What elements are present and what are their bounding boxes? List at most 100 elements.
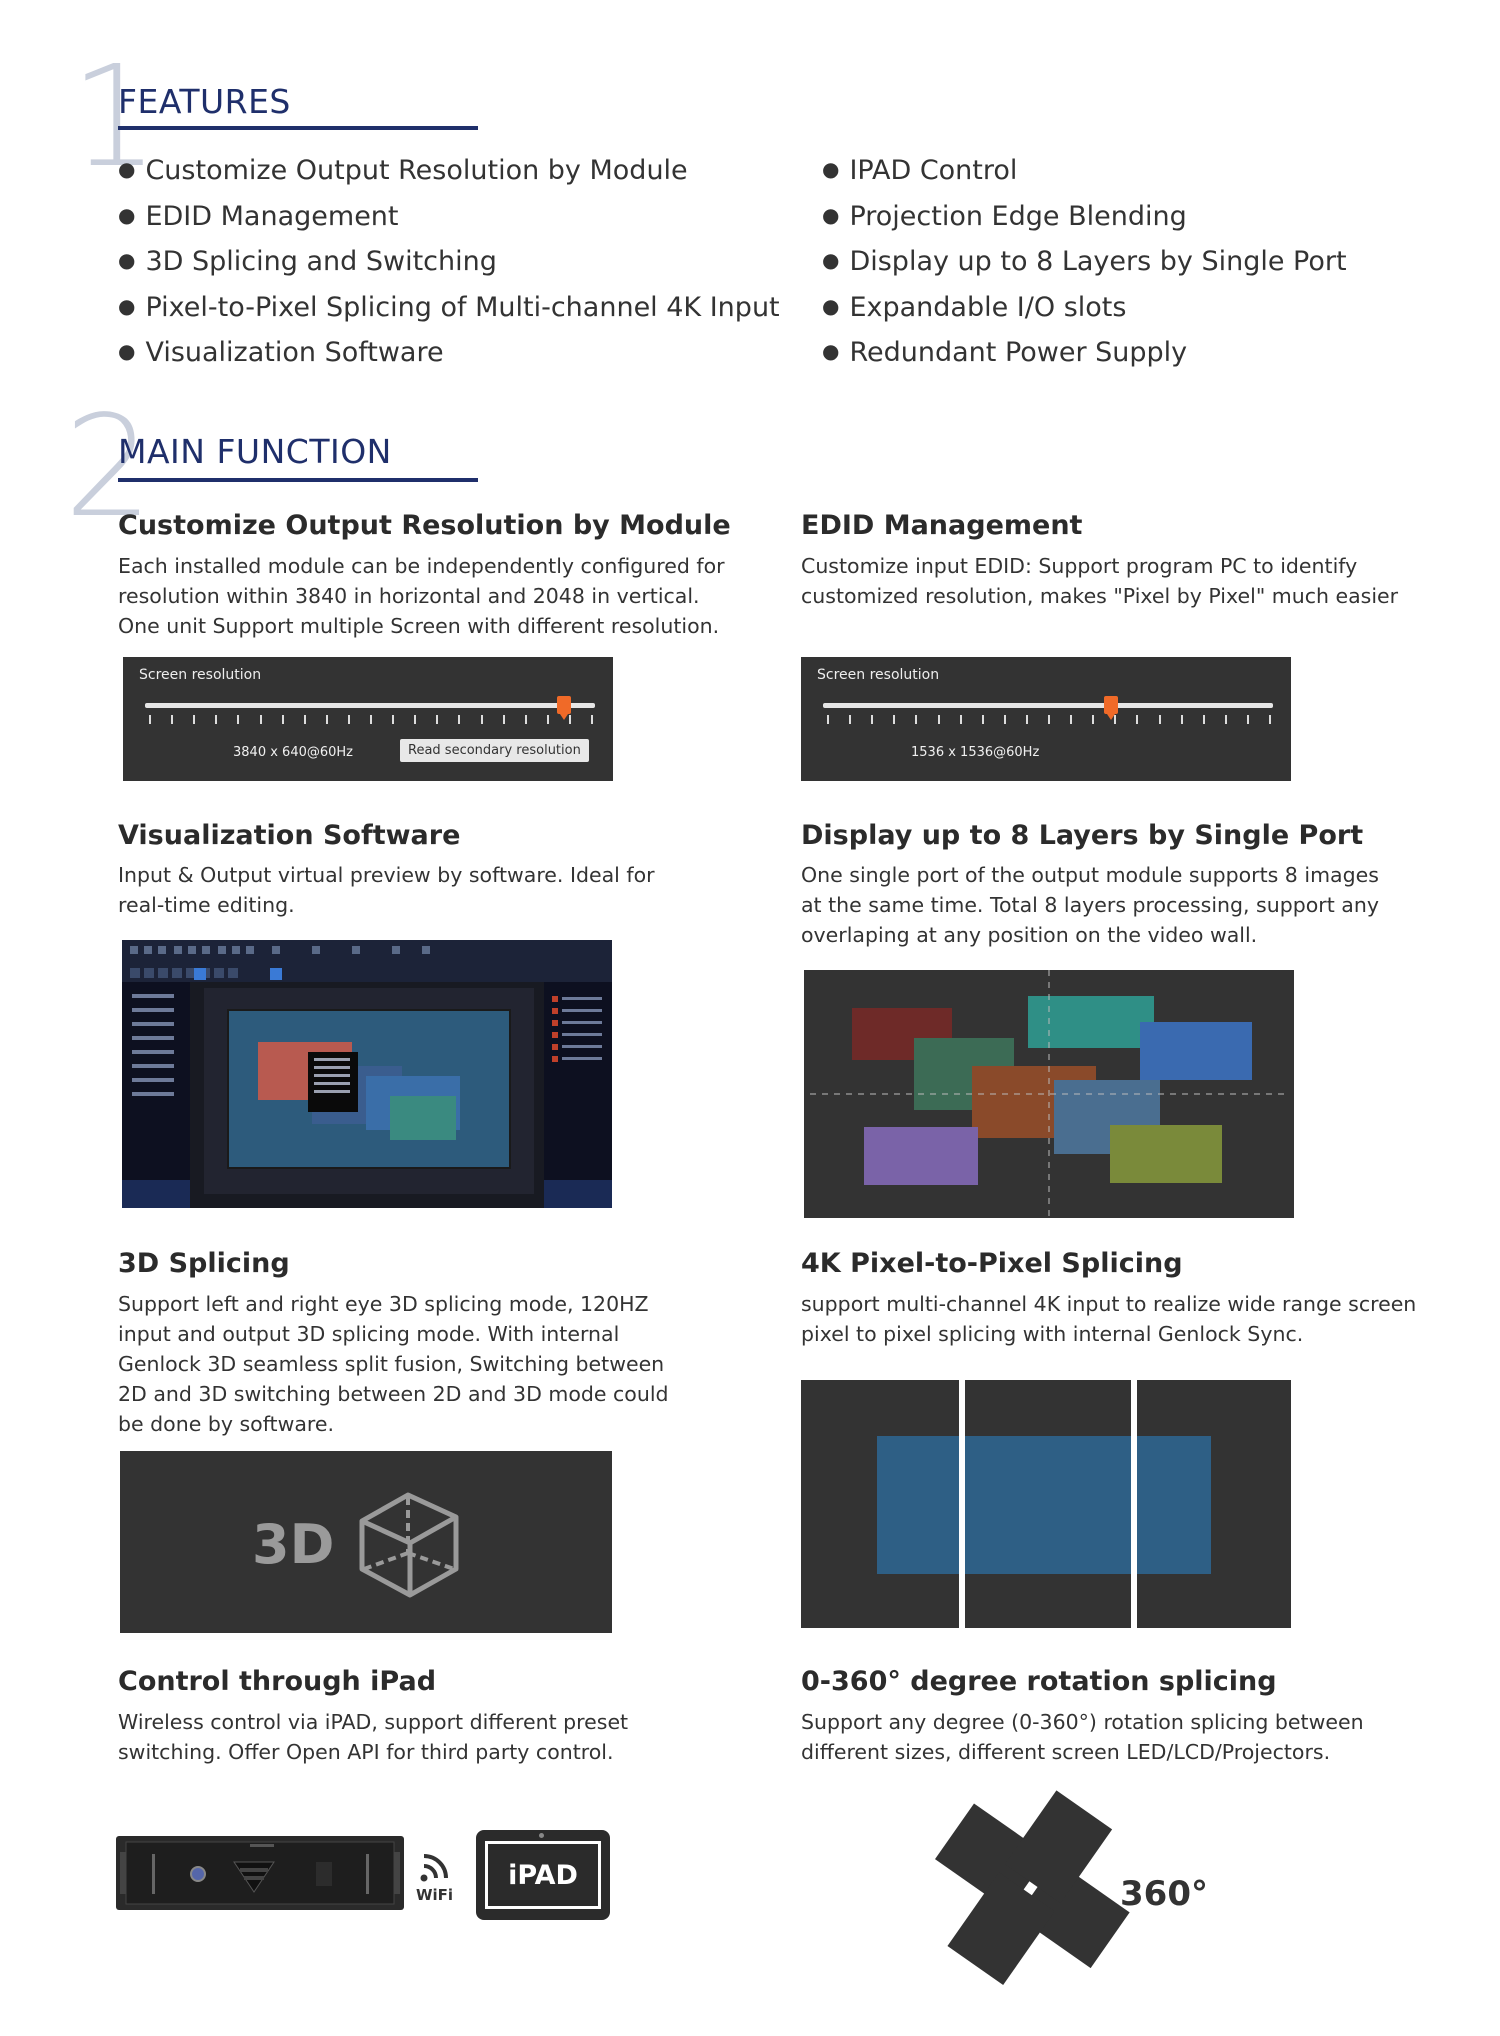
slider-tick xyxy=(237,715,240,724)
slider-tick xyxy=(171,715,174,724)
resolution-slider-track[interactable] xyxy=(823,703,1273,708)
spliced-image xyxy=(877,1436,1211,1574)
visualization-title: Visualization Software xyxy=(118,820,461,851)
text-line: Support any degree (0-360°) rotation spl… xyxy=(801,1710,1364,1734)
wifi-icon xyxy=(420,1854,448,1882)
software-preview-image xyxy=(122,940,612,1208)
slider-tick xyxy=(915,715,918,724)
slider-tick xyxy=(436,715,439,724)
layer-8 xyxy=(1110,1125,1222,1183)
resolution-slider-handle[interactable] xyxy=(556,696,571,720)
slider-tick xyxy=(1202,715,1205,724)
section-number-2: 2 xyxy=(64,386,154,549)
slider-tick xyxy=(458,715,461,724)
text-line: customized resolution, makes "Pixel by P… xyxy=(801,584,1399,608)
cube-icon xyxy=(359,1492,459,1598)
feature-item: 3D Splicing and Switching xyxy=(118,239,780,285)
slider-tick xyxy=(414,715,417,724)
slider-tick xyxy=(281,715,284,724)
features-heading-rule xyxy=(118,126,478,130)
slider-tick xyxy=(893,715,896,724)
slider-tick xyxy=(524,715,527,724)
text-line: One single port of the output module sup… xyxy=(801,863,1379,887)
slider-tick xyxy=(1136,715,1139,724)
resolution-slider-handle[interactable] xyxy=(1104,696,1118,720)
text-line: Customize input EDID: Support program PC… xyxy=(801,554,1358,578)
rotation-diagram: 360° xyxy=(920,1776,1208,1998)
layer-2 xyxy=(1028,996,1154,1048)
slider-tick xyxy=(325,715,328,724)
3d-panel: 3D xyxy=(120,1451,612,1633)
pixel4k-title: 4K Pixel-to-Pixel Splicing xyxy=(801,1248,1183,1279)
slider-tick xyxy=(981,715,984,724)
text-line: switching. Offer Open API for third part… xyxy=(118,1740,614,1764)
wifi-group: WiFi xyxy=(414,1846,458,1906)
pixel4k-diagram xyxy=(801,1380,1291,1628)
resolution-panel-1: Screen resolution 3840 x 640@60Hz Read s… xyxy=(123,657,613,781)
edid-description: Customize input EDID: Support program PC… xyxy=(801,551,1398,611)
text-line: Support left and right eye 3D splicing m… xyxy=(118,1292,649,1316)
rotated-screen-1 xyxy=(935,1803,1048,1911)
slider-tick xyxy=(937,715,940,724)
screen-resolution-label: Screen resolution xyxy=(139,667,262,683)
text-line: real-time editing. xyxy=(118,893,295,917)
pixel4k-description: support multi-channel 4K input to realiz… xyxy=(801,1289,1416,1349)
screen-resolution-label: Screen resolution xyxy=(817,667,940,683)
pixel4k-illustration xyxy=(801,1380,1291,1628)
text-line: input and output 3D splicing mode. With … xyxy=(118,1322,620,1346)
feature-item: Pixel-to-Pixel Splicing of Multi-channel… xyxy=(118,285,779,331)
text-line: different sizes, different screen LED/LC… xyxy=(801,1740,1331,1764)
ipad-label: iPAD xyxy=(508,1859,578,1891)
slider-tick xyxy=(1003,715,1006,724)
video-processor-icon xyxy=(116,1836,404,1910)
layers-title: Display up to 8 Layers by Single Port xyxy=(801,820,1364,851)
slider-tick xyxy=(546,715,549,724)
text-line: at the same time. Total 8 layers process… xyxy=(801,893,1379,917)
feature-item: Display up to 8 Layers by Single Port xyxy=(822,239,1346,285)
read-secondary-resolution-button[interactable]: Read secondary resolution xyxy=(400,739,589,762)
text-line: One unit Support multiple Screen with di… xyxy=(118,614,720,638)
feature-item: Customize Output Resolution by Module xyxy=(118,148,780,194)
layers-illustration xyxy=(810,970,1288,1218)
resolution-value: 1536 x 1536@60Hz xyxy=(911,745,1040,760)
main-function-heading: MAIN FUNCTION xyxy=(118,432,392,471)
slider-ticks xyxy=(827,715,1271,725)
slider-tick xyxy=(347,715,350,724)
main-function-heading-rule xyxy=(118,478,478,482)
splicing3d-title: 3D Splicing xyxy=(118,1248,290,1279)
visualization-description: Input & Output virtual preview by softwa… xyxy=(118,860,655,920)
slider-tick xyxy=(259,715,262,724)
slider-tick xyxy=(215,715,218,724)
splicing3d-description: Support left and right eye 3D splicing m… xyxy=(118,1289,669,1439)
slider-tick xyxy=(1224,715,1227,724)
slider-tick xyxy=(303,715,306,724)
slider-tick xyxy=(392,715,395,724)
text-line: support multi-channel 4K input to realiz… xyxy=(801,1292,1417,1316)
ipad-title: Control through iPad xyxy=(118,1666,437,1697)
feature-item: IPAD Control xyxy=(822,148,1347,194)
slider-tick xyxy=(1269,715,1271,724)
text-line: overlaping at any position on the video … xyxy=(801,923,1258,947)
slider-tick xyxy=(959,715,962,724)
slider-tick xyxy=(1180,715,1183,724)
customize-description: Each installed module can be independent… xyxy=(118,551,725,641)
slider-tick xyxy=(568,715,571,724)
slider-tick xyxy=(1048,715,1050,724)
slider-tick xyxy=(502,715,505,724)
feature-item: EDID Management xyxy=(118,194,780,240)
layer-7 xyxy=(864,1127,978,1185)
resolution-slider-track[interactable] xyxy=(145,703,595,708)
slider-tick xyxy=(849,715,852,724)
slider-tick xyxy=(1070,715,1073,724)
layers-diagram xyxy=(804,970,1294,1218)
ipad-device: iPAD xyxy=(476,1830,610,1920)
slider-tick xyxy=(1158,715,1161,724)
layers-description: One single port of the output module sup… xyxy=(801,860,1379,950)
text-line: be done by software. xyxy=(118,1412,335,1436)
text-line: Wireless control via iPAD, support diffe… xyxy=(118,1710,629,1734)
slider-tick xyxy=(827,715,829,724)
layer-3 xyxy=(1140,1022,1252,1080)
slider-tick xyxy=(480,715,483,724)
text-line: Input & Output virtual preview by softwa… xyxy=(118,863,655,887)
text-line: resolution within 3840 in horizontal and… xyxy=(118,584,700,608)
